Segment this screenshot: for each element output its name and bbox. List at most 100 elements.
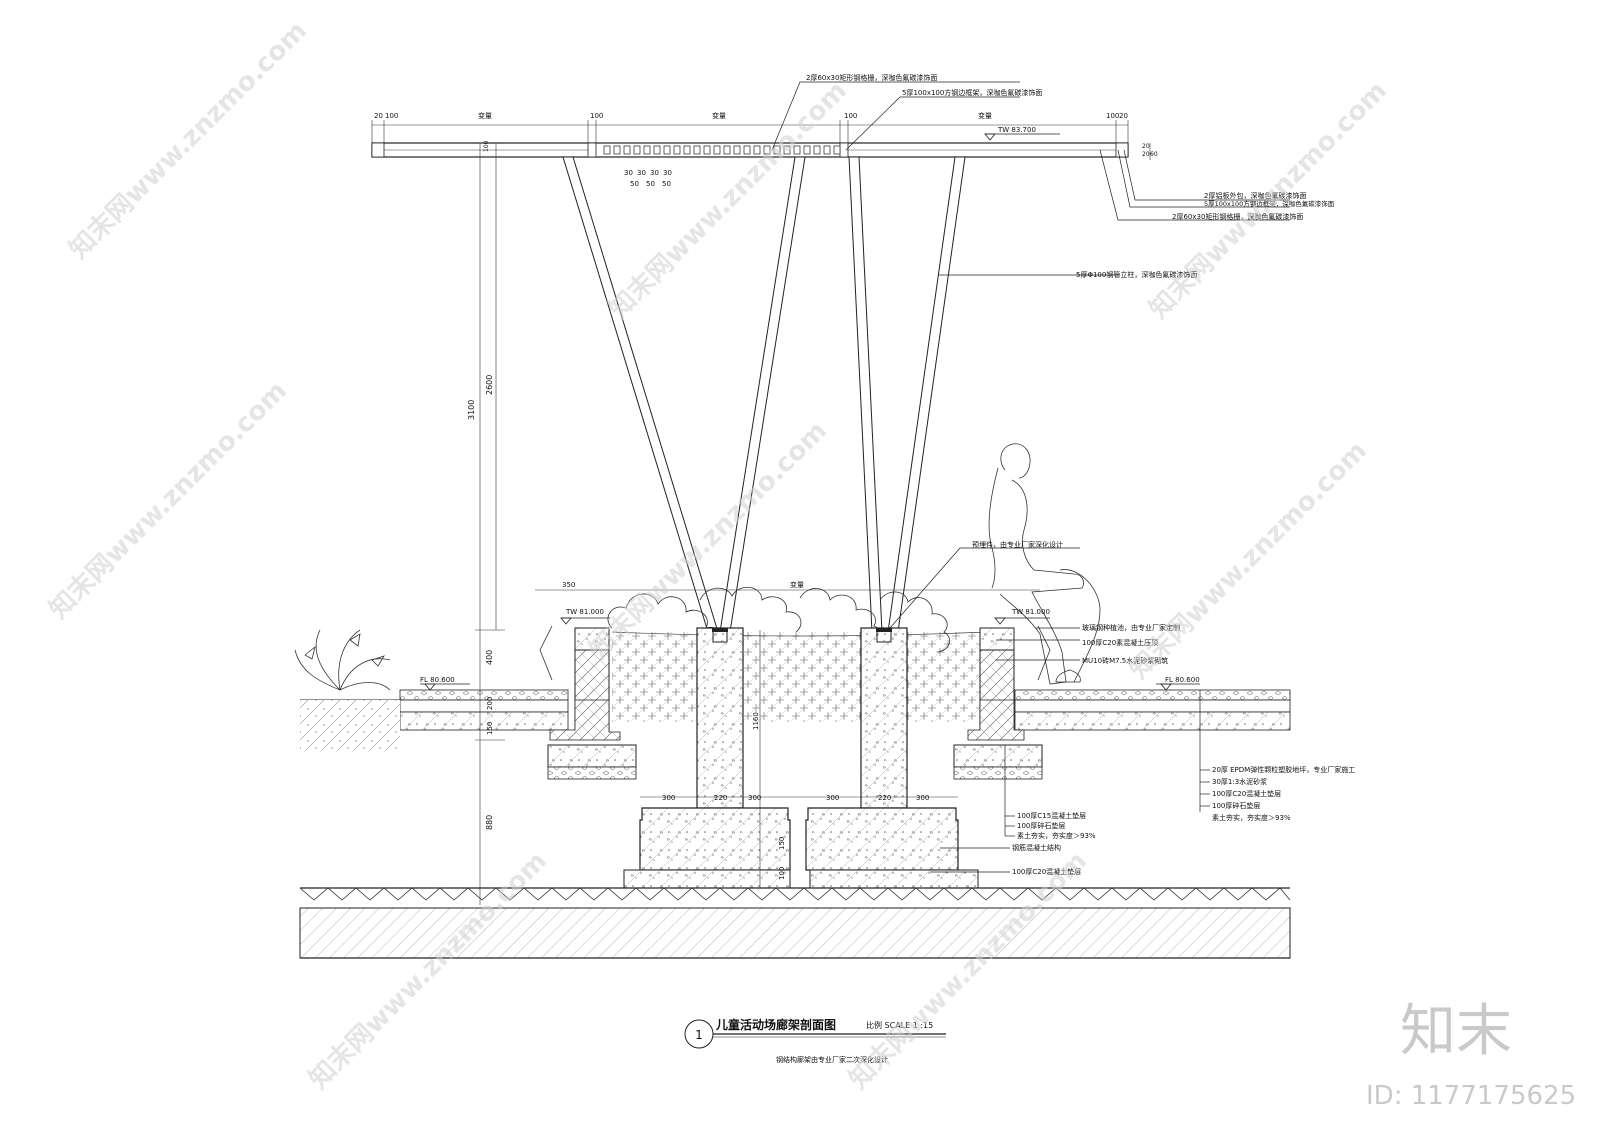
watermark-id: ID: 1177175625 — [1366, 1081, 1576, 1111]
elev-top: TW 83.700 — [997, 126, 1036, 134]
grating-slot — [753, 145, 761, 155]
svg-text:100: 100 — [778, 867, 786, 880]
svg-text:知末网www.znzmo.com: 知末网www.znzmo.com — [304, 846, 553, 1095]
mid-dimension-labels: 350 变量 300 220 300 300 220 300 — [562, 580, 929, 802]
svg-text:300: 300 — [748, 794, 761, 802]
callout-glass: 玻璃钢种植池，由专业厂家定制 — [1082, 623, 1180, 632]
svg-text:知末网www.znzmo.com: 知末网www.znzmo.com — [1144, 76, 1393, 325]
vertical-dimension-labels: 3100 2600 400 200 150 880 1160 150 100 — [467, 375, 786, 880]
elevation-markers — [420, 133, 1200, 691]
svg-text:知末网www.znzmo.com: 知末网www.znzmo.com — [44, 376, 293, 625]
grating-slot — [703, 145, 711, 155]
svg-text:50: 50 — [630, 180, 639, 188]
svg-text:200: 200 — [486, 697, 494, 710]
svg-text:300: 300 — [662, 794, 675, 802]
elev-wall-right: TW 81.000 — [1011, 608, 1050, 616]
dim-var-2: 变量 — [712, 111, 726, 120]
grating-slot — [603, 145, 611, 155]
svg-text:30: 30 — [637, 169, 646, 177]
title-block: 1 儿童活动场廊架剖面图 比例 SCALE 1 :15 钢结构廊架由专业厂家二次… — [684, 1017, 946, 1064]
grating-slot — [613, 145, 621, 155]
drawing-number: 1 — [695, 1028, 703, 1042]
grating-slot — [783, 145, 791, 155]
svg-text:20: 20 — [1142, 143, 1150, 150]
grating-slot — [683, 145, 691, 155]
base-layer-3: 素土夯实，夯实度＞93% — [1017, 831, 1096, 840]
floor-layer-5: 素土夯实，夯实度＞93% — [1212, 813, 1291, 822]
foundation-right — [805, 627, 979, 889]
steel-columns — [562, 156, 966, 633]
svg-text:50: 50 — [646, 180, 655, 188]
callout-coping: 100厚C20素混凝土压顶 — [1082, 638, 1158, 647]
svg-text:880: 880 — [485, 815, 494, 830]
svg-text:30: 30 — [624, 169, 633, 177]
svg-text:150: 150 — [778, 837, 786, 850]
watermark-logo-text: 知末 — [1400, 999, 1512, 1064]
dimension-lines — [371, 120, 1151, 905]
watermark-logo: 知末 ID: 1177175625 — [1366, 999, 1576, 1111]
svg-text:300: 300 — [916, 794, 929, 802]
grating-slot — [743, 145, 751, 155]
svg-text:知末网www.znzmo.com: 知末网www.znzmo.com — [604, 76, 853, 325]
grating-slot — [723, 145, 731, 155]
svg-text:220: 220 — [714, 794, 727, 802]
grating-slot — [693, 145, 701, 155]
callout-grating: 2厚60x30矩形钢格栅，深咖色氟碳漆饰面 — [806, 73, 937, 82]
grating-slot — [663, 145, 671, 155]
dim-100-right: 100 — [1106, 112, 1119, 120]
planter-wall-left — [539, 625, 637, 780]
grating-slot — [833, 145, 841, 155]
dim-100-left: 100 — [385, 112, 398, 120]
grating-slot — [653, 145, 661, 155]
callout-labels: 2厚60x30矩形钢格栅，深咖色氟碳漆饰面 5厚100x100方钢边框架，深咖色… — [806, 73, 1355, 876]
grating-slot — [823, 145, 831, 155]
floor-layer-1: 20厚 EPDM弹性颗粒塑胶地坪，专业厂家施工 — [1212, 765, 1355, 774]
grating-slot — [793, 145, 801, 155]
svg-text:150: 150 — [486, 722, 494, 735]
grating-slot — [643, 145, 651, 155]
svg-text:300: 300 — [826, 794, 839, 802]
svg-text:变量: 变量 — [790, 580, 804, 589]
dim-20-left: 20 — [374, 112, 383, 120]
left-plant — [294, 629, 391, 691]
callout-pad: 100厚C20混凝土垫层 — [1012, 867, 1081, 876]
svg-text:30: 30 — [650, 169, 659, 177]
callout-grating-right: 2厚60x30矩形钢格栅，深咖色氟碳漆饰面 — [1172, 212, 1303, 221]
callout-embed: 预埋件，由专业厂家深化设计 — [972, 540, 1063, 549]
planter-wall-right — [953, 625, 1051, 780]
callout-frame: 5厚100x100方钢边框架，深咖色氟碳漆饰面 — [902, 88, 1042, 97]
floor-layer-2: 30厚1:3水泥砂浆 — [1212, 777, 1267, 786]
svg-text:3100: 3100 — [467, 400, 476, 420]
callout-rc: 钢筋混凝土结构 — [1012, 843, 1061, 852]
grating-slot — [813, 145, 821, 155]
base-ground — [299, 887, 1291, 959]
svg-text:20: 20 — [1142, 151, 1150, 158]
svg-text:2600: 2600 — [485, 375, 494, 395]
leader-lines — [771, 81, 1290, 873]
floor-layer-3: 100厚C20混凝土垫层 — [1212, 789, 1281, 798]
svg-text:知末网www.znzmo.com: 知末网www.znzmo.com — [64, 16, 313, 265]
callout-aluminum: 2厚铝板外包，深咖色氟碳漆饰面 — [1204, 191, 1306, 200]
ground-surface — [300, 689, 1291, 750]
base-layer-2: 100厚碎石垫层 — [1017, 821, 1065, 830]
dim-var-3: 变量 — [978, 111, 992, 120]
drawing-scale: 比例 SCALE 1 :15 — [866, 1020, 933, 1030]
elevation-labels: TW 83.700 TW 81.000 TW 81.000 FL 80.600 … — [420, 126, 1200, 684]
elev-floor-left: FL 80.600 — [420, 676, 455, 684]
roof-beam — [371, 142, 1129, 158]
base-layer-1: 100厚C15混凝土垫层 — [1017, 811, 1086, 820]
callout-column: 5厚Φ100钢管立柱，深咖色氟碳漆饰面 — [1076, 270, 1197, 279]
elev-floor-right: FL 80.600 — [1165, 676, 1200, 684]
svg-text:60: 60 — [1150, 151, 1158, 158]
svg-text:400: 400 — [485, 650, 494, 665]
svg-text:知末网www.znzmo.com: 知末网www.znzmo.com — [1124, 436, 1373, 685]
grating-slot — [673, 145, 681, 155]
grating-slot — [623, 145, 631, 155]
dim-100-b: 100 — [844, 112, 857, 120]
svg-text:220: 220 — [878, 794, 891, 802]
planter-soil — [611, 631, 989, 722]
grating-slot — [773, 145, 781, 155]
svg-text:1160: 1160 — [752, 712, 760, 730]
svg-text:30: 30 — [663, 169, 672, 177]
